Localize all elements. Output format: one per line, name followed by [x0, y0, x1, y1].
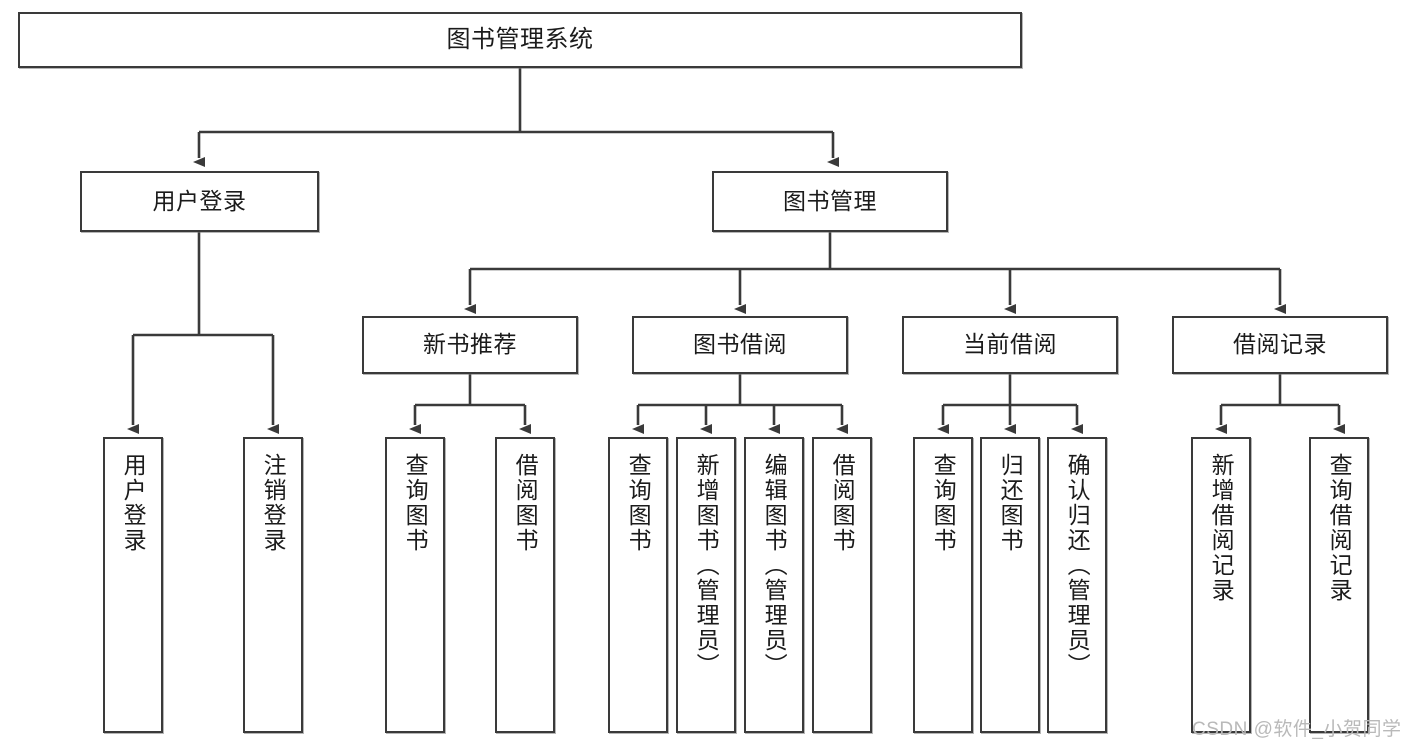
node-label: 图书管理: [783, 187, 877, 214]
node-label: 查询图书: [930, 453, 957, 553]
leaf-borrow-book[interactable]: 借阅图书: [812, 437, 872, 733]
node-label: 当前借阅: [963, 331, 1057, 358]
node-label: 查询借阅记录: [1326, 453, 1353, 603]
leaf-borrow-book-recommend[interactable]: 借阅图书: [495, 437, 555, 733]
node-root-system[interactable]: 图书管理系统: [18, 12, 1022, 68]
node-label: 用户登录: [152, 187, 247, 214]
node-label: 查询图书: [625, 453, 652, 553]
leaf-query-book-borrow[interactable]: 查询图书: [608, 437, 668, 733]
node-label: 图书借阅: [693, 331, 787, 358]
node-label: 确认归还（管理员）: [1064, 453, 1091, 678]
node-label: 借阅图书: [829, 453, 856, 553]
leaf-add-book-admin[interactable]: 新增图书（管理员）: [676, 437, 736, 733]
node-book-borrow[interactable]: 图书借阅: [632, 316, 848, 374]
node-book-management[interactable]: 图书管理: [712, 171, 948, 232]
node-borrow-record[interactable]: 借阅记录: [1172, 316, 1388, 374]
node-label: 新增借阅记录: [1208, 453, 1235, 603]
leaf-edit-book-admin[interactable]: 编辑图书（管理员）: [744, 437, 804, 733]
node-label: 查询图书: [402, 453, 429, 553]
node-label: 图书管理系统: [446, 25, 594, 53]
node-new-book-recommend[interactable]: 新书推荐: [362, 316, 578, 374]
csdn-watermark: CSDN @软件_小贺同学: [1192, 719, 1402, 740]
leaf-return-book[interactable]: 归还图书: [980, 437, 1040, 733]
leaf-user-login[interactable]: 用户登录: [103, 437, 163, 733]
leaf-add-borrow-record[interactable]: 新增借阅记录: [1191, 437, 1251, 733]
node-label: 新书推荐: [423, 331, 517, 358]
node-label: 借阅图书: [512, 453, 539, 553]
node-label: 用户登录: [120, 453, 147, 553]
node-current-borrow[interactable]: 当前借阅: [902, 316, 1118, 374]
node-label: 借阅记录: [1233, 331, 1327, 358]
leaf-query-book-current[interactable]: 查询图书: [913, 437, 973, 733]
leaf-query-borrow-record[interactable]: 查询借阅记录: [1309, 437, 1369, 733]
node-user-login[interactable]: 用户登录: [80, 171, 319, 232]
leaf-confirm-return-admin[interactable]: 确认归还（管理员）: [1047, 437, 1107, 733]
node-label: 新增图书（管理员）: [693, 453, 720, 678]
leaf-query-book-recommend[interactable]: 查询图书: [385, 437, 445, 733]
node-label: 注销登录: [260, 453, 287, 553]
node-label: 归还图书: [997, 453, 1024, 553]
node-label: 编辑图书（管理员）: [761, 453, 788, 678]
leaf-logout[interactable]: 注销登录: [243, 437, 303, 733]
